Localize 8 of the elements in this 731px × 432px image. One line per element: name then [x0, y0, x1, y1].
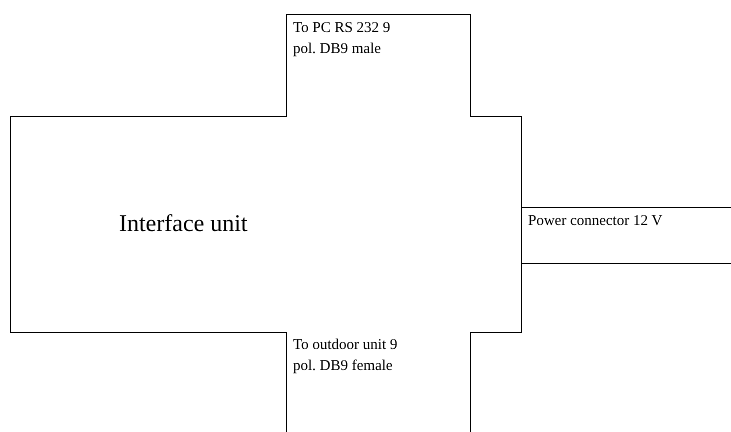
connector-box	[521, 207, 731, 264]
connector-label: Power connector 12 V	[528, 212, 664, 231]
connector-box	[286, 332, 471, 432]
connector-label: To PC RS 232 9 pol. DB9 male	[293, 19, 392, 59]
connector-box	[286, 14, 471, 117]
connector-label: To outdoor unit 9 pol. DB9 female	[293, 336, 398, 376]
unit-box	[10, 116, 522, 333]
unit-label: Interface unit	[119, 211, 248, 238]
